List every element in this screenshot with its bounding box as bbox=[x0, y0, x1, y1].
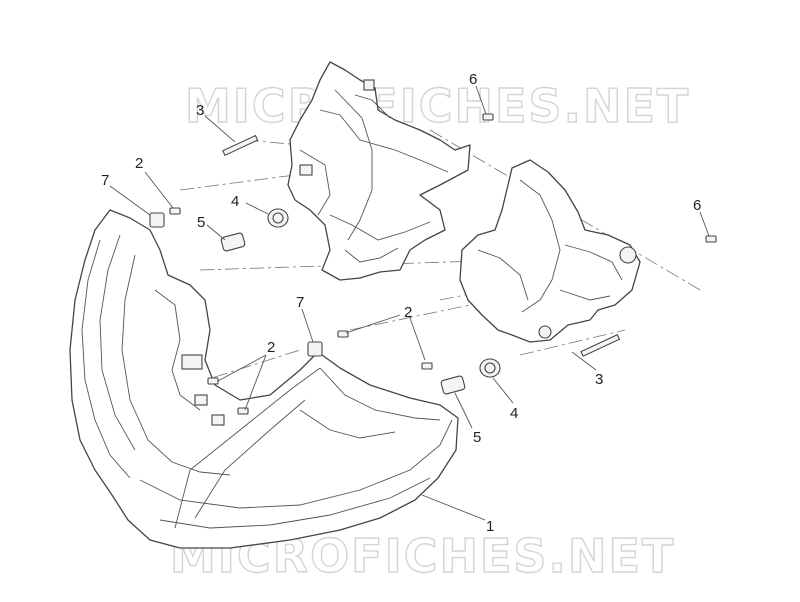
callout-labels: 1 2 2 2 3 3 4 4 5 5 6 6 7 7 bbox=[101, 71, 701, 535]
headlight-assembly bbox=[69, 209, 459, 549]
small-parts bbox=[149, 113, 717, 415]
callout-5-top: 5 bbox=[197, 214, 205, 231]
callout-3-bottom: 3 bbox=[595, 371, 603, 388]
leader-lines bbox=[109, 85, 710, 521]
callout-5-bottom: 5 bbox=[473, 429, 481, 446]
callout-6-right: 6 bbox=[693, 197, 701, 214]
watermark-top: MICROFICHES.NET bbox=[185, 79, 690, 133]
callout-1: 1 bbox=[486, 518, 494, 535]
callout-4-bottom: 4 bbox=[510, 405, 518, 422]
callout-3-top: 3 bbox=[196, 102, 204, 119]
callout-2-center: 2 bbox=[267, 339, 275, 356]
callout-6-top: 6 bbox=[469, 71, 477, 88]
callout-7-left: 7 bbox=[101, 172, 109, 189]
lower-bracket-right bbox=[459, 159, 641, 343]
callout-7-center: 7 bbox=[296, 294, 304, 311]
upper-bracket-left bbox=[287, 61, 471, 281]
callout-4-top: 4 bbox=[231, 193, 239, 210]
callout-2-left: 2 bbox=[135, 155, 143, 172]
callout-2-right: 2 bbox=[404, 304, 412, 321]
